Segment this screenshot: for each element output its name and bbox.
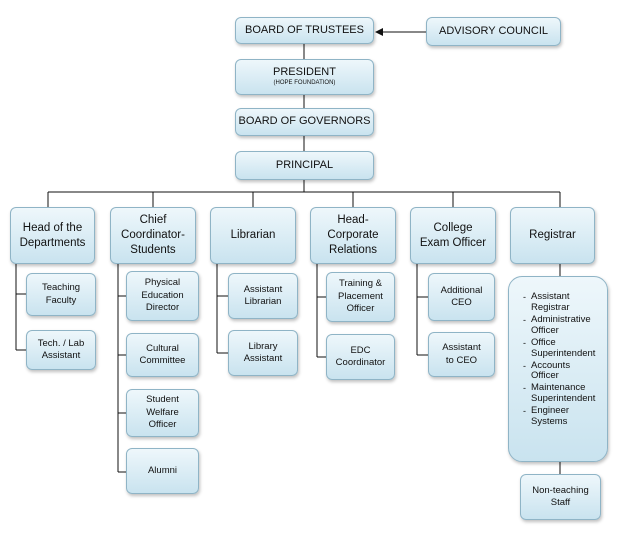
registrar-box: Registrar	[510, 207, 595, 264]
training-placement-officer-label: Training & Placement Officer	[338, 278, 383, 315]
president-label: PRESIDENT	[273, 66, 336, 79]
chief-coordinator-box: Chief Coordinator- Students	[110, 207, 196, 264]
assistant-librarian-box: Assistant Librarian	[228, 273, 298, 319]
teaching-faculty-label: Teaching Faculty	[41, 282, 81, 306]
college-exam-officer-box: College Exam Officer	[410, 207, 496, 264]
alumni-label: Alumni	[147, 464, 178, 476]
librarian-label: Librarian	[230, 229, 276, 242]
physical-education-director-label: Physical Education Director	[141, 277, 184, 314]
cultural-committee-label: Cultural Committee	[139, 342, 186, 366]
head-corporate-relations-box: Head- Corporate Relations	[310, 207, 396, 264]
non-teaching-staff-box: Non-teaching Staff	[520, 474, 601, 520]
college-exam-officer-label: College Exam Officer	[419, 221, 487, 249]
principal-label: PRINCIPAL	[275, 158, 334, 171]
alumni-box: Alumni	[126, 448, 199, 494]
list-item: Maintenance Superintendent	[523, 382, 607, 405]
advisory-council-label: ADVISORY COUNCIL	[438, 24, 548, 37]
tech-lab-assistant-box: Tech. / Lab Assistant	[26, 330, 96, 370]
advisory-council-box: ADVISORY COUNCIL	[426, 17, 561, 46]
tech-lab-assistant-label: Tech. / Lab Assistant	[37, 337, 85, 361]
assistant-librarian-label: Assistant Librarian	[243, 283, 283, 307]
training-placement-officer-box: Training & Placement Officer	[326, 272, 395, 322]
principal-box: PRINCIPAL	[235, 151, 374, 180]
additional-ceo-label: Additional CEO	[440, 284, 483, 308]
physical-education-director-box: Physical Education Director	[126, 271, 199, 321]
assistant-to-ceo-label: Assistant to CEO	[442, 342, 481, 366]
head-of-departments-label: Head of the Departments	[19, 221, 86, 249]
student-welfare-officer-label: Student Welfare Officer	[146, 394, 179, 431]
president-note: (HOPE FOUNDATION)	[273, 80, 336, 87]
non-teaching-staff-label: Non-teaching Staff	[532, 484, 589, 508]
board-of-trustees-box: BOARD OF TRUSTEES	[235, 17, 374, 44]
board-of-trustees-label: BOARD OF TRUSTEES	[245, 23, 364, 36]
list-item: Assistant Registrar	[523, 291, 607, 314]
registrar-staff-list-box: Assistant Registrar Administrative Offic…	[508, 276, 608, 462]
librarian-box: Librarian	[210, 207, 296, 264]
registrar-label: Registrar	[529, 229, 576, 242]
board-of-governors-box: BOARD OF GOVERNORS	[235, 108, 374, 136]
student-welfare-officer-box: Student Welfare Officer	[126, 389, 199, 437]
head-of-departments-box: Head of the Departments	[10, 207, 95, 264]
president-box: PRESIDENT (HOPE FOUNDATION)	[235, 59, 374, 95]
list-item: Accounts Officer	[523, 360, 607, 383]
teaching-faculty-box: Teaching Faculty	[26, 273, 96, 316]
edc-coordinator-label: EDC Coordinator	[335, 344, 386, 368]
library-assistant-label: Library Assistant	[243, 340, 283, 364]
list-item: Office Superintendent	[523, 337, 607, 360]
registrar-staff-list: Assistant Registrar Administrative Offic…	[509, 291, 607, 429]
cultural-committee-box: Cultural Committee	[126, 333, 199, 377]
chief-coordinator-label: Chief Coordinator- Students	[121, 214, 185, 256]
assistant-to-ceo-box: Assistant to CEO	[428, 332, 495, 377]
edc-coordinator-box: EDC Coordinator	[326, 334, 395, 380]
additional-ceo-box: Additional CEO	[428, 273, 495, 321]
board-of-governors-label: BOARD OF GOVERNORS	[238, 115, 371, 128]
list-item: Engineer Systems	[523, 405, 607, 428]
library-assistant-box: Library Assistant	[228, 330, 298, 376]
list-item: Administrative Officer	[523, 314, 607, 337]
head-corporate-relations-label: Head- Corporate Relations	[327, 214, 379, 256]
